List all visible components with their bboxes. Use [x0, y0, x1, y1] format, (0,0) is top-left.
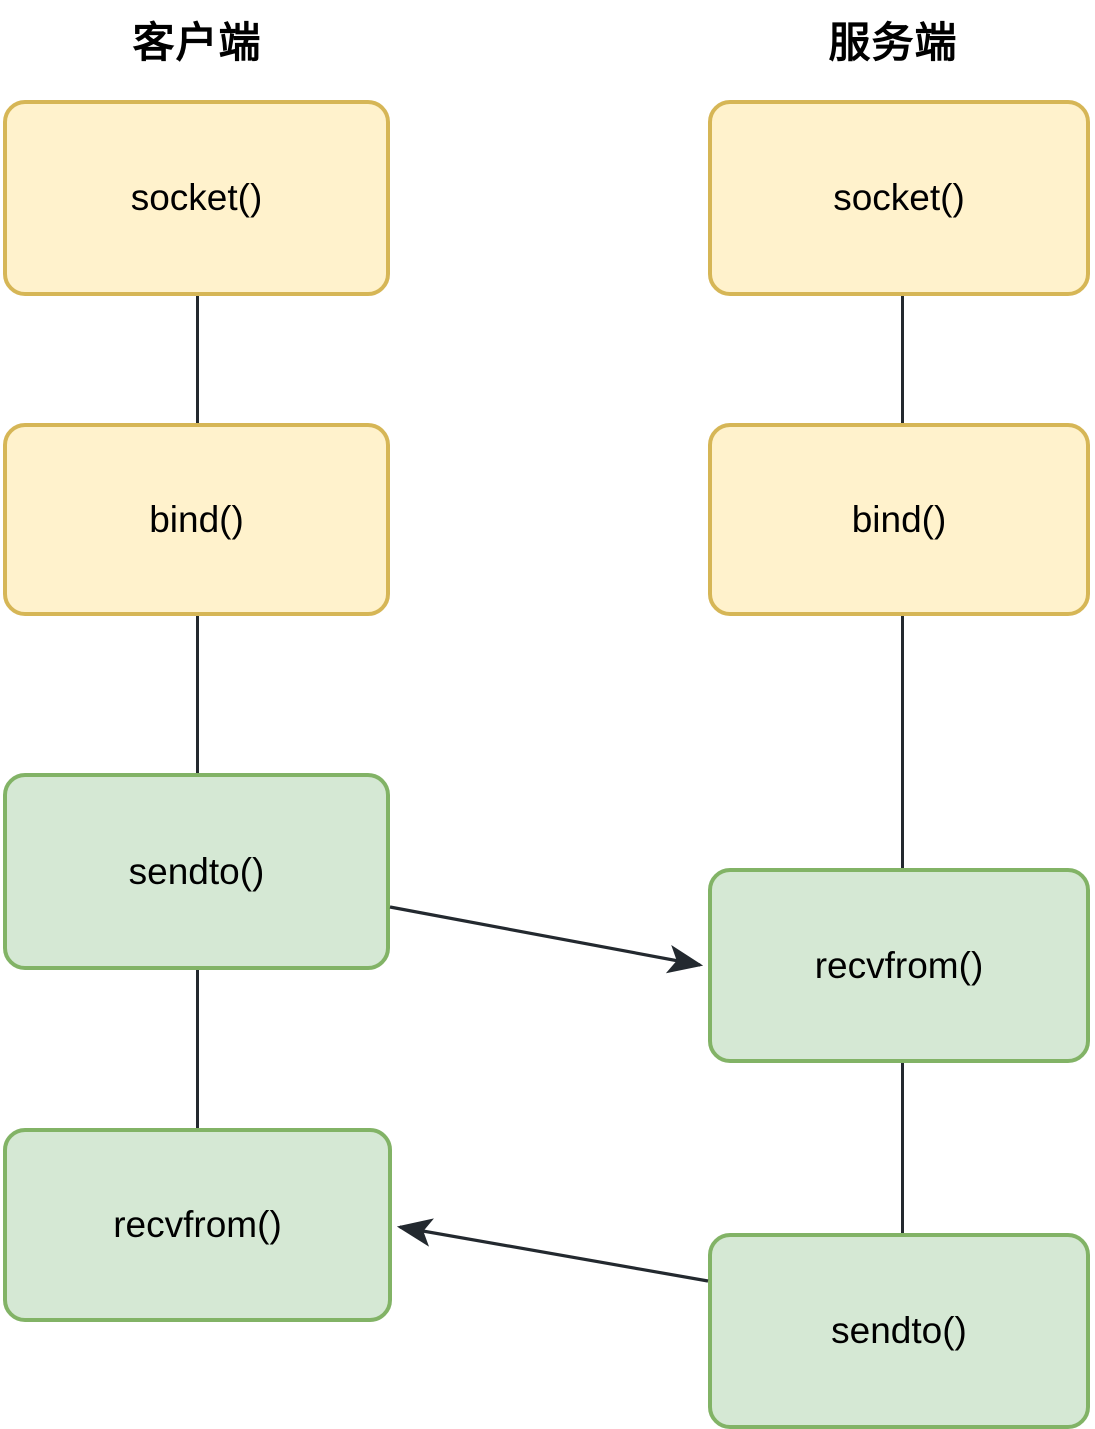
connector-client-bind-sendto [196, 616, 199, 774]
node-client-recvfrom[interactable]: recvfrom() [3, 1128, 392, 1322]
connector-server-bind-recvfrom [901, 616, 904, 869]
node-client-bind[interactable]: bind() [3, 423, 390, 616]
node-server-bind[interactable]: bind() [708, 423, 1090, 616]
node-client-sendto[interactable]: sendto() [3, 773, 390, 970]
node-server-recvfrom[interactable]: recvfrom() [708, 868, 1090, 1063]
connector-server-socket-bind [901, 296, 904, 424]
column-title-server: 服务端 [828, 19, 958, 66]
connector-client-socket-bind [196, 296, 199, 424]
node-client-socket[interactable]: socket() [3, 100, 390, 296]
connector-server-recvfrom-sendto [901, 1062, 904, 1234]
arrow-server-sendto-to-client-recvfrom [396, 1218, 709, 1283]
connector-client-sendto-recvfrom [196, 969, 199, 1129]
column-title-client: 客户端 [132, 19, 262, 66]
node-server-sendto[interactable]: sendto() [708, 1233, 1090, 1429]
node-server-socket[interactable]: socket() [708, 100, 1090, 296]
arrow-client-sendto-to-server-recvfrom [389, 905, 704, 974]
